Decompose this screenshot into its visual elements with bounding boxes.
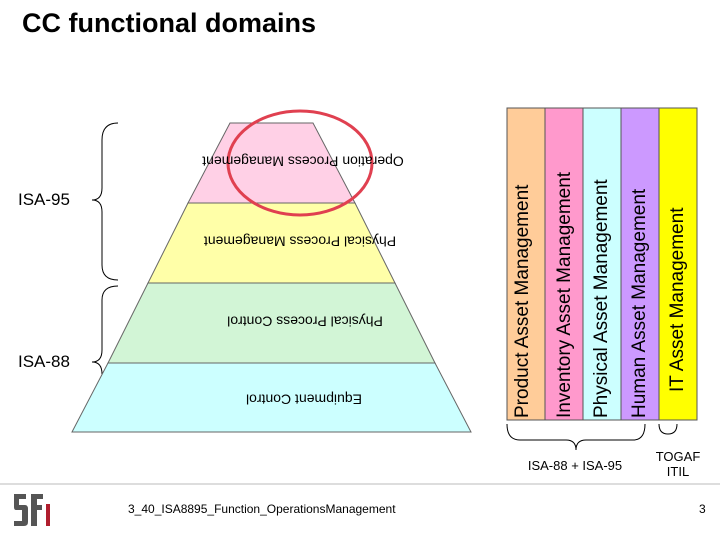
pyramid-level-equipment-control [71,362,472,433]
column-inventory-asset [544,107,584,421]
column-product-asset [506,107,546,421]
pyramid-label-equipment-control: Equipment Control [246,391,362,407]
page-title: CC functional domains [22,8,317,38]
column-human-asset [620,107,660,421]
footer-filename: 3_40_ISA8895_Function_OperationsManageme… [128,502,396,516]
togaf-label: TOGAF [655,449,701,464]
isa-combo-label: ISA-88 + ISA-95 [527,458,623,473]
pyramid-label-physical-process-management: Physical Process Management [204,233,396,249]
column-label-it-asset: IT Asset Management [667,207,688,392]
page-number: 3 [699,502,706,516]
bottom-bracket-it [658,423,678,435]
column-label-product-asset: Product Asset Management [512,184,533,418]
column-physical-asset [582,107,622,421]
isa95-bracket [91,122,119,281]
itil-label: ITIL [666,464,690,479]
bottom-bracket [506,423,646,451]
column-label-human-asset: Human Asset Management [629,188,650,418]
sfy-logo-icon [10,488,54,532]
highlight-circle [226,109,374,217]
column-it-asset [658,107,698,421]
pyramid-label-physical-process-control: Physical Process Control [227,313,383,329]
pyramid-label-operation: Operation Process Management [202,153,404,169]
column-label-physical-asset: Physical Asset Management [591,179,612,418]
isa88-label: ISA-88 [18,352,70,371]
column-label-inventory-asset: Inventory Asset Management [554,171,575,418]
isa95-label: ISA-95 [18,190,70,209]
